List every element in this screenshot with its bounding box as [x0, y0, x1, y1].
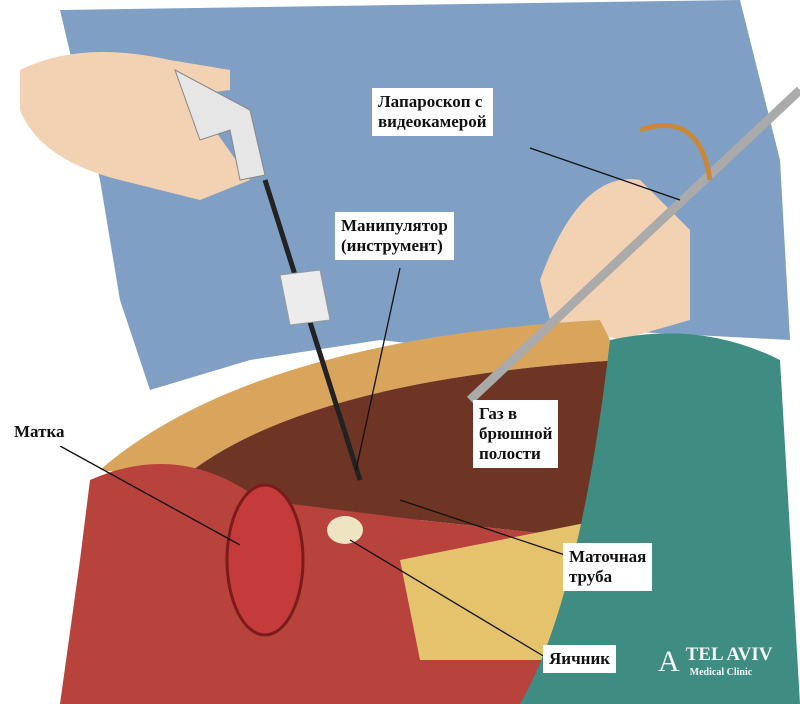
uterus: [225, 483, 305, 637]
label-line: Манипулятор: [341, 216, 448, 235]
label-line: полости: [479, 444, 541, 463]
clinic-logo: A TEL AVIV Medical Clinic: [658, 644, 772, 679]
logo-mark: A: [658, 644, 680, 678]
label-line: Маточная: [569, 547, 647, 566]
ovary: [327, 516, 363, 544]
label-line: труба: [569, 567, 613, 586]
abdomen-wall: [100, 320, 620, 480]
label-manipulator: Манипулятор (инструмент): [335, 212, 454, 260]
drape: [520, 333, 800, 704]
manipulator-instrument: [174, 68, 363, 481]
label-line: Лапароскоп с: [378, 92, 483, 111]
label-laparoscope: Лапароскоп с видеокамерой: [372, 88, 493, 136]
label-uterus: Матка: [8, 418, 71, 446]
label-gas: Газ в брюшной полости: [473, 400, 559, 468]
label-tube: Маточная труба: [563, 543, 653, 591]
logo-title: TEL AVIV: [685, 644, 773, 665]
logo-text: TEL AVIV Medical Clinic: [686, 644, 773, 679]
surgeon-shirt: [60, 0, 790, 390]
spine-bone: [400, 520, 600, 660]
logo-subtitle: Medical Clinic: [689, 667, 753, 678]
label-line: видеокамерой: [378, 112, 487, 131]
label-line: брюшной: [479, 424, 553, 443]
label-line: (инструмент): [341, 236, 443, 255]
laparoscope-instrument: [466, 86, 800, 404]
label-ovary: Яичник: [543, 645, 617, 673]
label-line: Газ в: [479, 404, 518, 423]
leader-lines: [59, 147, 681, 658]
